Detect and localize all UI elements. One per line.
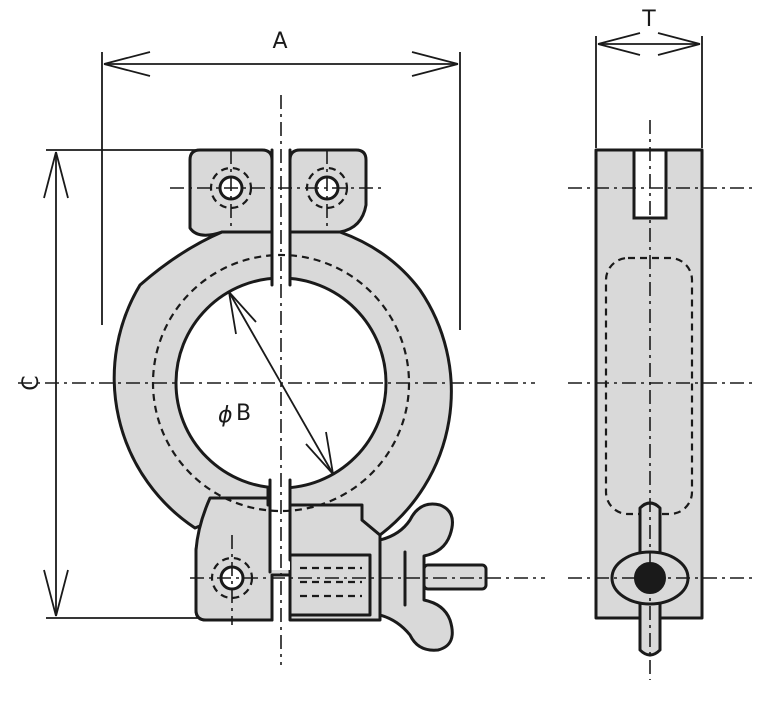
dim-b-line <box>228 291 334 475</box>
clamp-lower-left-ear <box>194 496 292 622</box>
dim-c-label: C <box>19 375 44 390</box>
dim-c-arrow-top <box>43 151 69 199</box>
dim-b-arrow-top <box>228 291 257 335</box>
side-hidden-groove <box>604 256 694 516</box>
wing-nut <box>378 502 454 652</box>
dim-t-arrow-left <box>597 32 641 56</box>
clamp-split-gap-bottom <box>270 480 290 570</box>
dim-b-label: B <box>236 401 251 426</box>
dim-b-arrow-bottom <box>305 431 334 475</box>
front-view: A C ϕ B <box>18 29 545 665</box>
clamp-split-gap-top <box>272 150 290 285</box>
dim-a-arrow-left <box>103 51 151 77</box>
side-view: T <box>568 7 752 680</box>
dim-t-arrow-right <box>657 32 701 56</box>
dim-b-phi-symbol: ϕ <box>218 403 233 428</box>
dim-a-label: A <box>272 29 287 54</box>
dim-c-arrow-bottom <box>43 569 69 617</box>
clamp-screw-housing <box>288 553 372 617</box>
dim-t-label: T <box>641 7 656 32</box>
bolt-shank <box>422 563 488 591</box>
dim-a-arrow-right <box>411 51 459 77</box>
